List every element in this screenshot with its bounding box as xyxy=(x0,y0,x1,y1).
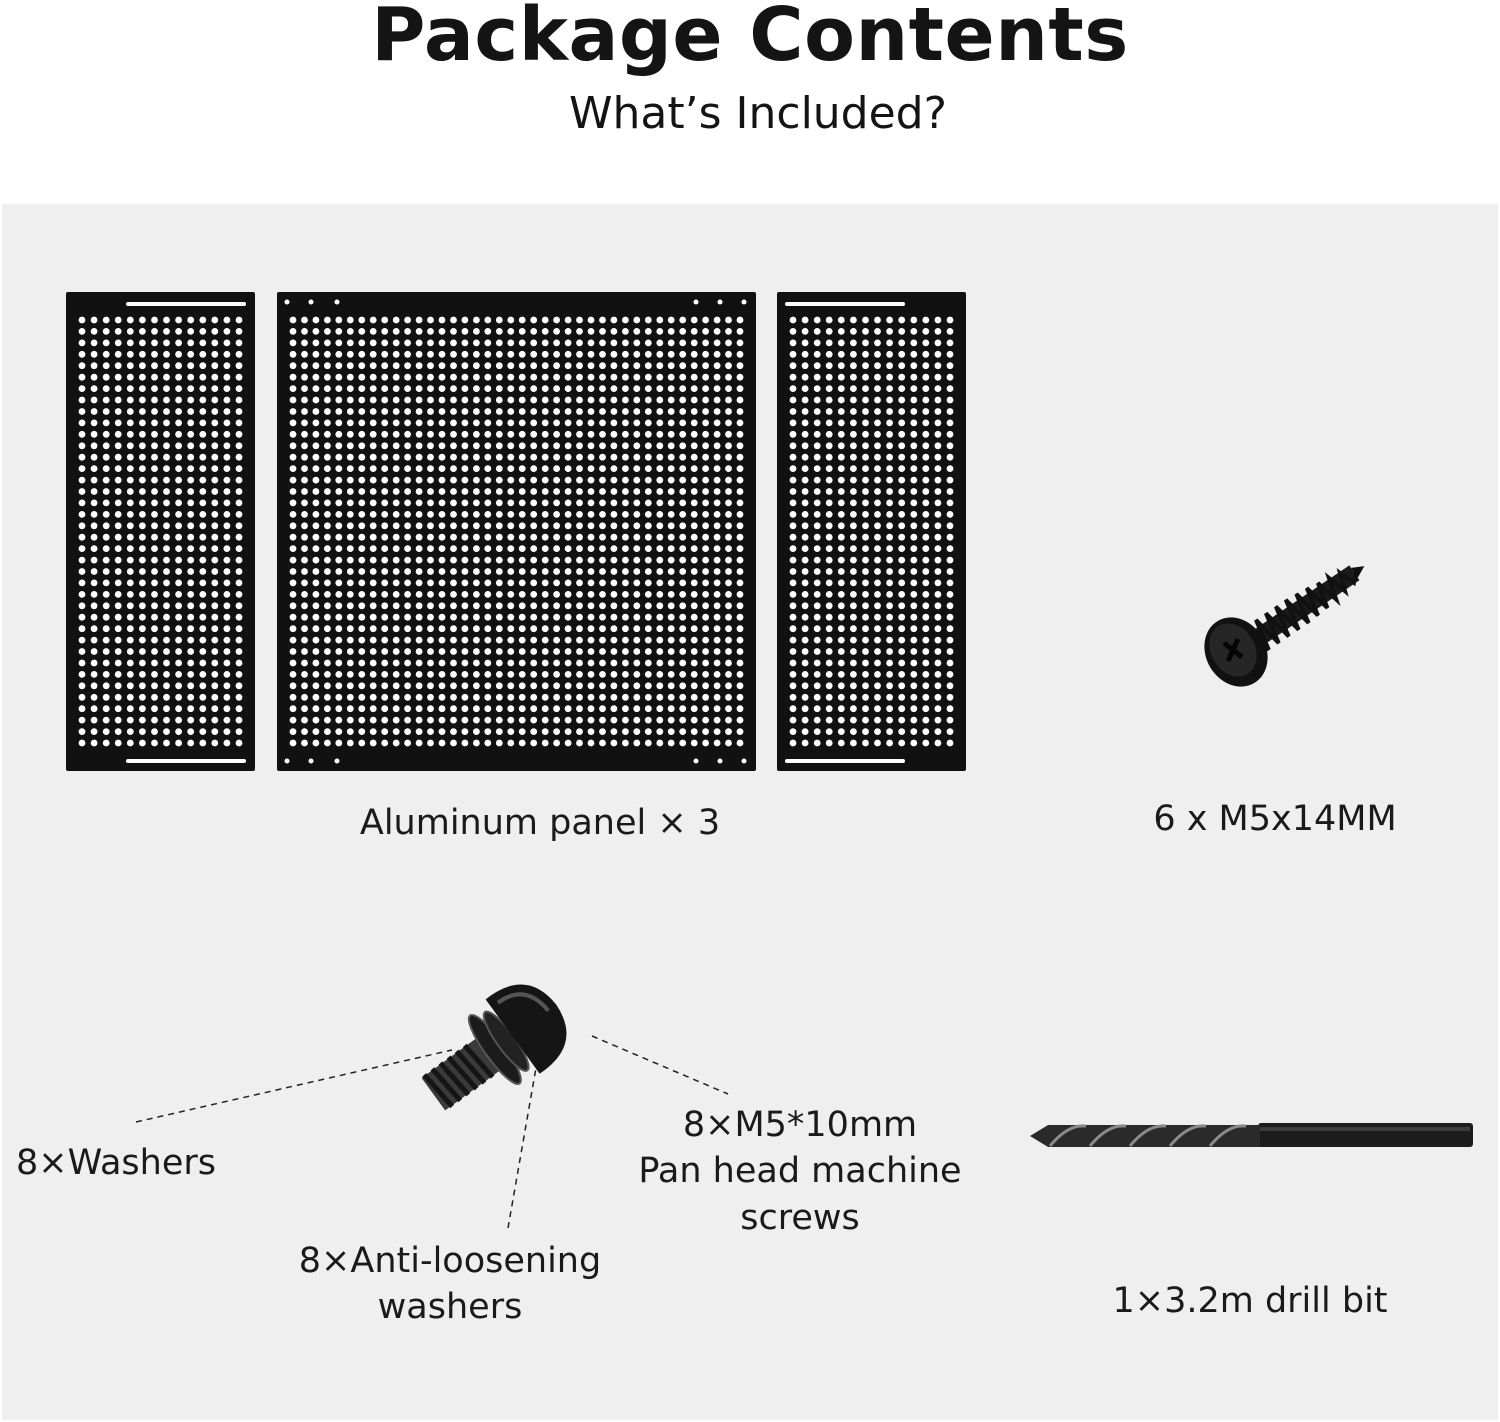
anti-loosening-label-line2: washers xyxy=(377,1287,523,1327)
panels-label: Aluminum panel × 3 xyxy=(359,803,721,843)
page-subtitle: What’s Included? xyxy=(569,88,947,139)
drill-bit-image xyxy=(1030,1123,1473,1147)
machine-screws-label-line3: screws xyxy=(740,1198,860,1238)
panel-right xyxy=(777,292,966,771)
machine-screws-label-line1: 8×M5*10mm xyxy=(682,1105,918,1145)
page-title: Package Contents xyxy=(371,0,1129,78)
wood-screws-label: 6 x M5x14MM xyxy=(1153,799,1397,839)
washers-label: 8×Washers xyxy=(16,1143,216,1183)
machine-screw-washer-image xyxy=(421,984,567,1111)
wood-screw-image xyxy=(1204,565,1365,687)
drill-bit-label: 1×3.2m drill bit xyxy=(1112,1281,1388,1321)
anti-loosening-label-line1: 8×Anti-loosening xyxy=(298,1241,602,1281)
machine-screws-label-line2: Pan head machine xyxy=(638,1151,962,1191)
panel-left xyxy=(66,292,255,771)
panel-middle xyxy=(277,292,756,771)
